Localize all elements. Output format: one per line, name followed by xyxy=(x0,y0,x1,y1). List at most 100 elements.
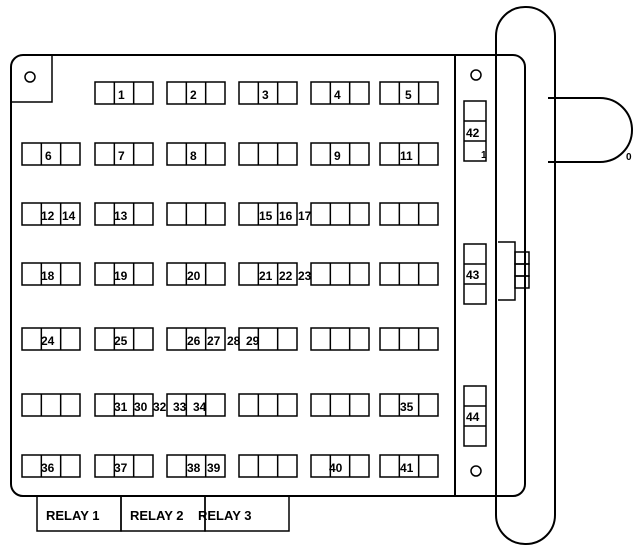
fuse-23: 23 xyxy=(298,269,312,283)
fuse-slot-group xyxy=(166,393,226,417)
fuse-26: 26 xyxy=(187,334,201,348)
fuse-slot-group xyxy=(21,393,81,417)
relay-labels: RELAY 1 RELAY 2 RELAY 3 xyxy=(46,508,251,523)
fuse-40: 40 xyxy=(329,461,343,475)
corner-notch xyxy=(11,56,53,103)
fuse-slot-group xyxy=(310,202,370,226)
mount-hole-top-left xyxy=(24,71,36,83)
fuse-19: 19 xyxy=(114,269,128,283)
fuse-slot-group xyxy=(166,202,226,226)
fuse-11: 11 xyxy=(400,149,413,163)
fuse-slot-group xyxy=(166,327,226,351)
relay-2-label: RELAY 2 xyxy=(130,508,183,523)
fuse-slot-group xyxy=(166,454,226,478)
fuse-slot-group xyxy=(94,327,154,351)
fuse-slot-group xyxy=(379,327,439,351)
fuse-8: 8 xyxy=(190,149,197,163)
fuse-slot-group xyxy=(166,81,226,105)
fuse-34: 34 xyxy=(193,400,207,414)
fuse-27: 27 xyxy=(207,334,221,348)
mount-hole-top-right xyxy=(470,69,482,81)
fuse-slot-group xyxy=(379,393,439,417)
panel-handle xyxy=(495,6,556,545)
fuse-38: 38 xyxy=(187,461,201,475)
fuse-slot-group xyxy=(310,81,370,105)
fuse-29: 29 xyxy=(246,334,260,348)
fuse-18: 18 xyxy=(41,269,55,283)
fuse-slot-group xyxy=(310,262,370,286)
fuse-slot-group xyxy=(310,327,370,351)
fuse-7: 7 xyxy=(118,149,125,163)
fuse-slot-group xyxy=(379,81,439,105)
fuse-1: 1 xyxy=(118,88,125,102)
fuse-24: 24 xyxy=(41,334,55,348)
fuse-41: 41 xyxy=(400,461,414,475)
fuse-14: 14 xyxy=(62,209,76,223)
fuse-28: 28 xyxy=(227,334,241,348)
fuse-36: 36 xyxy=(41,461,55,475)
fuse-22: 22 xyxy=(279,269,293,283)
fuse-slots xyxy=(21,81,439,478)
fuse-33: 33 xyxy=(173,400,187,414)
fuse-slot-group xyxy=(94,81,154,105)
fuse-20: 20 xyxy=(187,269,201,283)
fuse-slot-group xyxy=(166,142,226,166)
fuse-31: 31 xyxy=(114,400,128,414)
fuse-slot-group xyxy=(21,327,81,351)
fuse-slot-group xyxy=(21,454,81,478)
fuse-30: 30 xyxy=(134,400,148,414)
fuse-slot-group xyxy=(94,454,154,478)
fuse-slot-group xyxy=(166,262,226,286)
fuse-slot-group xyxy=(310,393,370,417)
fuse-9: 9 xyxy=(334,149,341,163)
fuse-slot-group xyxy=(310,142,370,166)
side-label-1: 1 xyxy=(481,150,487,161)
fuse-slot-group xyxy=(379,142,439,166)
fuse-slot-group xyxy=(94,262,154,286)
fuse-slot-group xyxy=(238,393,298,417)
fuse-slot-group xyxy=(238,81,298,105)
fuse-2: 2 xyxy=(190,88,197,102)
fuse-42: 42 xyxy=(466,126,480,140)
fuse-slot-group xyxy=(238,202,298,226)
fuse-21: 21 xyxy=(259,269,273,283)
fuse-13: 13 xyxy=(114,209,128,223)
fuse-slot-group xyxy=(310,454,370,478)
relay-row xyxy=(36,495,290,532)
fuse-3: 3 xyxy=(262,88,269,102)
fuse-37: 37 xyxy=(114,461,128,475)
fuse-12: 12 xyxy=(41,209,55,223)
fuse-slot-group xyxy=(21,202,81,226)
side-label-0: 0 xyxy=(626,152,632,163)
right-slots xyxy=(463,100,487,447)
fuse-slot-group xyxy=(21,262,81,286)
relay-3-label: RELAY 3 xyxy=(198,508,251,523)
fuse-slot-group xyxy=(238,262,298,286)
fuse-44: 44 xyxy=(466,410,480,424)
fuse-5: 5 xyxy=(405,88,412,102)
fuse-32: 32 xyxy=(153,400,167,414)
fuse-slot-group xyxy=(238,454,298,478)
fuse-43: 43 xyxy=(466,268,480,282)
fuse-15: 15 xyxy=(259,209,273,223)
fuse-16: 16 xyxy=(279,209,293,223)
fuse-slot-group xyxy=(94,202,154,226)
fuse-25: 25 xyxy=(114,334,128,348)
fuse-6: 6 xyxy=(45,149,52,163)
relay-1-label: RELAY 1 xyxy=(46,508,99,523)
fuse-slot-group xyxy=(238,327,298,351)
fuse-slot-group xyxy=(379,454,439,478)
fuse-slot-group xyxy=(379,202,439,226)
fuse-17: 17 xyxy=(298,209,312,223)
fuse-slot-group xyxy=(238,142,298,166)
fuse-35: 35 xyxy=(400,400,414,414)
fuse-slot-group xyxy=(94,393,154,417)
fuse-slot-group xyxy=(94,142,154,166)
fuse-4: 4 xyxy=(334,88,341,102)
fuse-slot-group xyxy=(379,262,439,286)
fuse-labels: 1 2 3 4 5 6 7 8 9 11 12 14 13 15 16 17 1… xyxy=(41,88,632,475)
fuse-39: 39 xyxy=(207,461,221,475)
side-connector xyxy=(548,97,633,163)
fuse-slot-group xyxy=(21,142,81,166)
